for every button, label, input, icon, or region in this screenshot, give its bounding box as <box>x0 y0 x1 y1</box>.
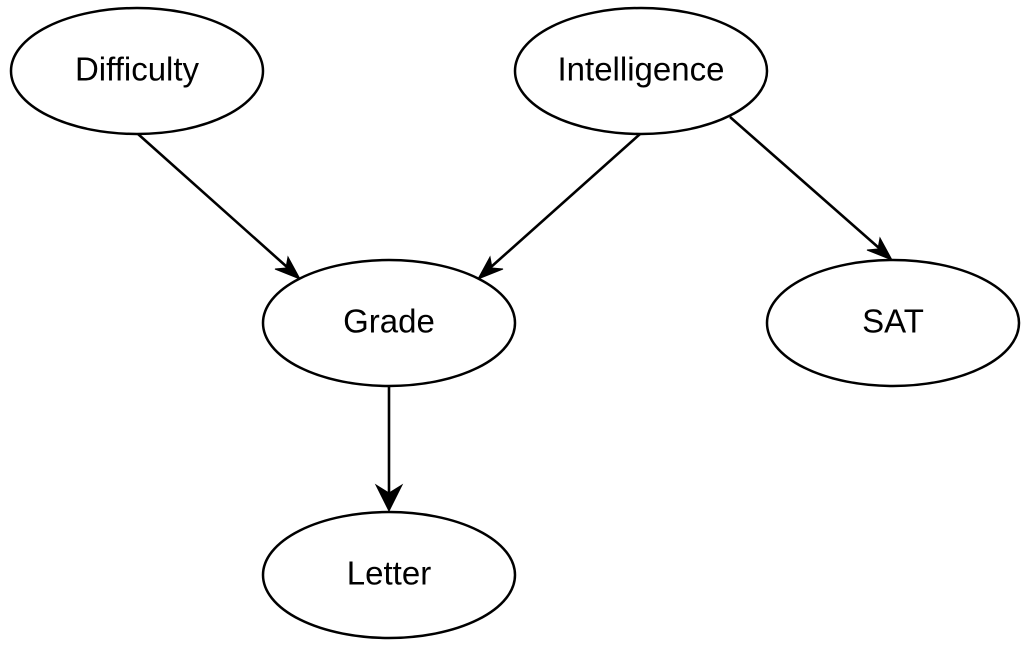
node-intelligence-ellipse <box>513 6 769 136</box>
edge-grade-to-letter <box>374 386 404 513</box>
node-difficulty-label: Difficulty <box>75 51 200 88</box>
node-sat-ellipse <box>765 258 1021 388</box>
node-grade-ellipse <box>261 258 517 388</box>
node-letter-label: Letter <box>347 555 431 592</box>
node-intelligence: Intelligence <box>513 6 769 136</box>
edges <box>137 116 894 513</box>
nodes: Difficulty Intelligence Grade SAT Letter <box>9 6 1021 640</box>
node-intelligence-label: Intelligence <box>558 51 725 88</box>
node-letter-ellipse <box>261 510 517 640</box>
edge-intelligence-to-grade <box>476 133 641 280</box>
node-sat: SAT <box>765 258 1021 388</box>
node-grade-label: Grade <box>343 303 435 340</box>
node-sat-label: SAT <box>862 303 924 340</box>
edge-intelligence-to-sat <box>729 116 894 261</box>
node-difficulty-ellipse <box>9 6 265 136</box>
node-letter: Letter <box>261 510 517 640</box>
node-grade: Grade <box>261 258 517 388</box>
edge-difficulty-to-grade <box>137 133 302 280</box>
node-difficulty: Difficulty <box>9 6 265 136</box>
